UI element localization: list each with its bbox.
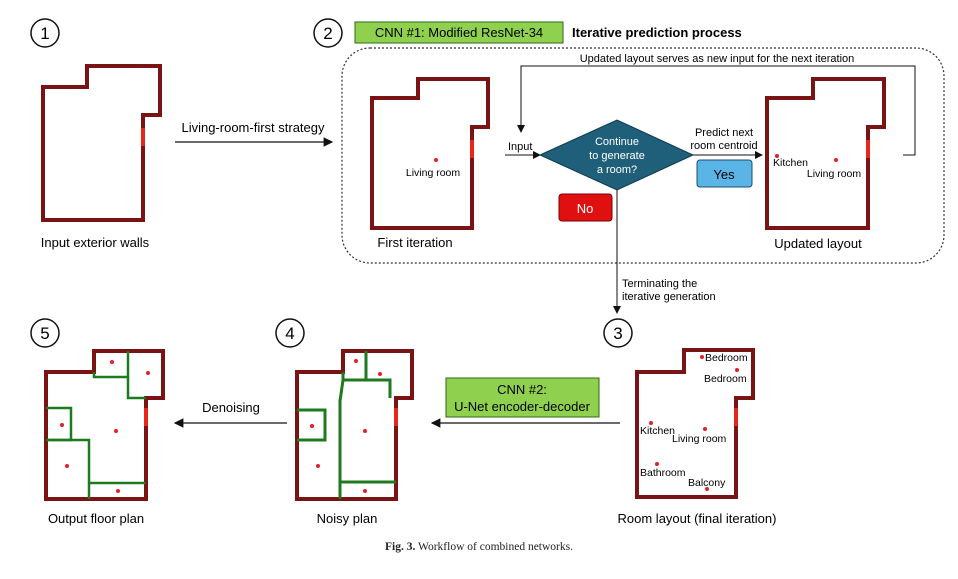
room-label: Living room	[807, 168, 862, 180]
no-label: No	[577, 201, 594, 216]
step-4: 4 Noisy plan	[275, 318, 414, 526]
step-5-label: Output floor plan	[48, 511, 144, 526]
no-badge	[558, 193, 613, 222]
feedback-arrow	[517, 65, 916, 156]
room-centroid	[775, 154, 779, 158]
step-number-badge	[603, 318, 633, 348]
room-label: Bedroom	[704, 373, 747, 385]
feedback-label: Updated layout serves as new input for t…	[580, 53, 855, 65]
predict-line-2: room centroid	[690, 140, 757, 152]
room-label: Living room	[406, 167, 461, 179]
room-layout-plan	[635, 348, 755, 499]
step-number: 4	[285, 324, 294, 343]
decision-line-1: Continue	[595, 136, 639, 148]
room-label: Kitchen	[773, 157, 808, 169]
denoising-label: Denoising	[202, 400, 260, 415]
decision-line-2: to generate	[589, 150, 645, 162]
first-iteration-plan	[370, 77, 490, 230]
room-label: Bathroom	[640, 467, 686, 479]
step-number-badge	[30, 18, 60, 48]
input-label: Input	[508, 141, 532, 153]
room-label: Bedroom	[705, 352, 748, 364]
room-label: Living room	[672, 433, 727, 445]
step-number-badge	[30, 318, 60, 348]
denoising-arrow: Denoising	[173, 400, 287, 428]
step-number: 5	[40, 324, 49, 343]
predict-line-1: Predict next	[695, 127, 753, 139]
output-floor-plan	[44, 349, 165, 501]
step-number-badge	[275, 318, 305, 348]
updated-layout-plan	[765, 77, 886, 230]
caption-prefix: Fig. 3.	[385, 541, 416, 553]
step-3: 3 Bedroom Bedroom Kitchen Living room Ba…	[603, 318, 777, 526]
terminate-line-1: Terminating the	[622, 278, 697, 290]
cnn2-line-2: U-Net encoder-decoder	[454, 399, 591, 414]
iteration-container	[341, 47, 945, 264]
step-3-label: Room layout (final iteration)	[618, 511, 777, 526]
step-2: 2 CNN #1: Modified ResNet-34 Iterative p…	[313, 18, 945, 264]
cnn2-line-1: CNN #2:	[497, 382, 547, 397]
yes-badge	[696, 159, 753, 188]
cnn1-box	[354, 21, 564, 44]
step-1: 1 Input exterior walls	[30, 18, 162, 250]
step-number-badge	[313, 18, 343, 48]
yes-label: Yes	[713, 167, 735, 182]
step-5: 5 Output floor plan	[30, 318, 165, 526]
terminating-arrow: Terminating the iterative generation	[613, 190, 716, 314]
figure-caption: Fig. 3. Workflow of combined networks.	[0, 541, 958, 553]
decision-line-3: a room?	[597, 164, 637, 176]
terminate-line-2: iterative generation	[622, 291, 716, 303]
noisy-plan	[295, 349, 414, 501]
cnn2-stage: CNN #2: U-Net encoder-decoder	[430, 377, 620, 428]
iterative-title: Iterative prediction process	[572, 25, 742, 40]
noisy-room-walls	[297, 351, 396, 499]
strategy-label: Living-room-first strategy	[181, 120, 325, 135]
step-1-label: Input exterior walls	[41, 235, 150, 250]
room-label: Balcony	[688, 477, 726, 489]
step-number: 3	[613, 324, 622, 343]
strategy-arrow: Living-room-first strategy	[175, 120, 334, 147]
step-4-label: Noisy plan	[317, 511, 378, 526]
output-room-walls	[46, 351, 146, 499]
step-number: 2	[323, 24, 332, 43]
updated-layout-label: Updated layout	[774, 236, 862, 251]
cnn2-box	[445, 377, 600, 418]
room-centroid	[834, 158, 838, 162]
exterior-walls-plan	[41, 64, 162, 222]
cnn1-label: CNN #1: Modified ResNet-34	[375, 25, 543, 40]
caption-text: Workflow of combined networks.	[418, 541, 573, 553]
room-centroid	[434, 158, 438, 162]
first-iteration-label: First iteration	[377, 235, 452, 250]
step-number: 1	[40, 24, 49, 43]
room-label: Kitchen	[640, 425, 675, 437]
